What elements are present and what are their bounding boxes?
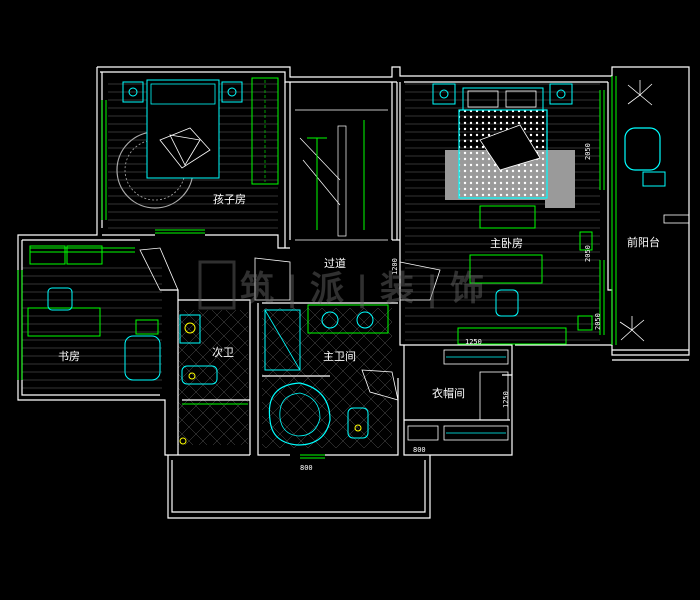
master-toilet: [347, 407, 369, 439]
front-balcony-label: 前阳台: [627, 235, 660, 249]
lounge-chair: [624, 127, 661, 171]
windows: [17, 76, 617, 459]
balcony-furniture: [619, 80, 690, 342]
dim-master-right-top: 2050: [584, 143, 592, 160]
dim-cloak-bottom: 800: [413, 446, 426, 454]
corridor-label: 过道: [324, 256, 346, 270]
staircase: [295, 109, 388, 241]
dim-master-right-low: 2050: [594, 313, 602, 330]
study-label: 书房: [58, 350, 80, 363]
low-cabinet: [457, 327, 567, 345]
master-nightstand-right: [549, 83, 573, 105]
plant-icon: [627, 80, 653, 106]
study-furniture: [27, 247, 179, 381]
dressing-chair: [495, 289, 519, 317]
cloakroom-label: 衣帽间: [432, 386, 465, 400]
nightstand-right: [221, 81, 243, 103]
kids-wardrobe: [251, 77, 279, 185]
reading-armchair: [124, 335, 161, 381]
double-vanity: [307, 304, 389, 334]
study-desk: [27, 307, 101, 337]
floor-hatching: [22, 80, 600, 448]
kids-bed: [146, 79, 220, 179]
bathtub: [268, 382, 331, 446]
master-bath-fixtures: [264, 304, 399, 446]
watermark-logo: 筑 | 派 | 装 | 饰: [198, 260, 484, 310]
dimension-labels: 2050 2050 2050 1250 800 800 1200 1250: [300, 143, 602, 472]
dressing-table: [469, 254, 543, 284]
toilet: [181, 365, 218, 385]
dim-bath-bottom: 800: [300, 464, 313, 472]
dim-master-bottom: 1250: [465, 338, 482, 346]
dim-cloak-side: 1250: [502, 391, 510, 408]
master-bedroom-label: 主卧房: [490, 237, 523, 250]
shower-stall: [264, 309, 301, 371]
plant-icon: [619, 316, 645, 342]
master-bath-label: 主卫间: [323, 350, 356, 363]
stair-arrow: [307, 120, 365, 230]
study-chair: [47, 287, 73, 311]
svg-text:筑 | 派 | 装 | 饰: 筑 | 派 | 装 | 饰: [240, 269, 484, 309]
kids-room-furniture: [116, 77, 279, 209]
master-bedroom-furniture: [432, 83, 593, 345]
master-nightstand-left: [432, 83, 456, 105]
nightstand-left: [122, 81, 144, 103]
corridor-arches: [254, 257, 441, 301]
second-bath-label: 次卫: [212, 345, 234, 359]
washbasin: [179, 314, 201, 344]
tv-console: [479, 205, 536, 229]
dim-master-right-mid: 2050: [584, 245, 592, 262]
kids-room-label: 孩子房: [213, 193, 246, 206]
dim-corridor-side: 1200: [391, 258, 399, 275]
second-bath-fixtures: [179, 314, 248, 445]
cloakroom-furniture: [407, 349, 509, 441]
